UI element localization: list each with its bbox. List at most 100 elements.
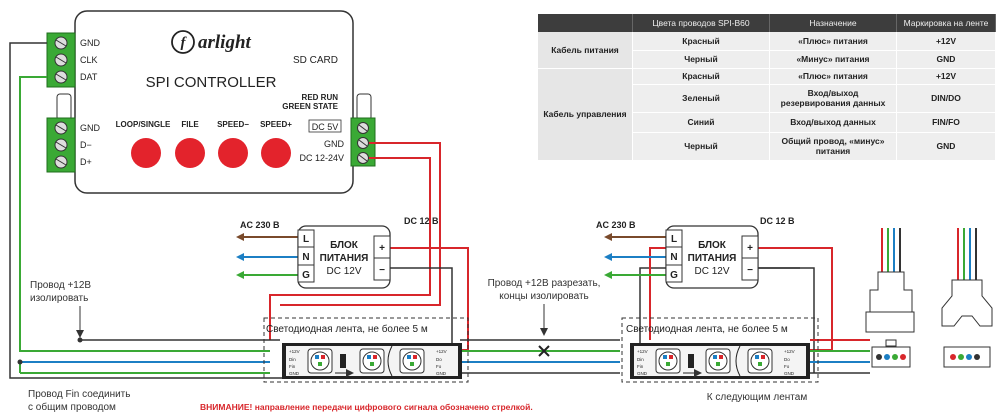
sd-card-label: SD CARD: [293, 55, 338, 66]
connector-female: [941, 228, 993, 368]
group-cell: Кабель управления: [538, 68, 633, 161]
strip1-pin-12v: +12V: [289, 349, 300, 354]
psu2-terminal-n: N: [670, 252, 677, 263]
button-label-loop: LOOP/SINGLE: [116, 120, 171, 129]
wires: [9, 42, 870, 379]
led-chip: [655, 348, 681, 374]
note-fin-gnd-line1: Провод Fin соединить: [28, 389, 130, 400]
table-header: Назначение: [769, 14, 897, 32]
strip1-pin-fin: Fin: [289, 364, 296, 369]
table-cell: FIN/FO: [896, 112, 996, 133]
connector-male: [865, 228, 915, 368]
table-cell: +12V: [896, 68, 996, 85]
led-chip: [359, 348, 385, 374]
table-header: [538, 14, 633, 32]
psu1-title-2: ПИТАНИЯ: [320, 253, 369, 264]
file-button[interactable]: [175, 138, 205, 168]
button-label-speed-plus: SPEED+: [260, 120, 292, 129]
strip1-pin-gnd: GND: [289, 371, 300, 376]
led-chip: [399, 348, 425, 374]
strip2-pin-12v: +12V: [637, 349, 648, 354]
pin-clk: CLK: [80, 55, 98, 65]
psu2-ac-arrows: AC 230 В DC 12 В: [596, 216, 795, 279]
psu1-dc-label: DC 12 В: [404, 216, 439, 226]
psu1-terminal-n: N: [302, 252, 309, 263]
psu1-terminal-minus: −: [379, 265, 385, 276]
note-fin-gnd-line2: с общим проводом: [28, 401, 116, 413]
table-cell: Черный: [632, 132, 770, 161]
table-row: Кабель управления Красный «Плюс» питания…: [538, 68, 996, 161]
table-header-row: Цвета проводов SPI-B60 Назначение Маркир…: [538, 14, 996, 32]
table-cell: «Плюс» питания: [769, 68, 897, 85]
table-cell: +12V: [896, 32, 996, 51]
table-row: Зеленый Вход/выход резервирования данных…: [538, 84, 996, 113]
table-cell: Красный: [632, 32, 770, 51]
pin-d-minus: D−: [80, 140, 92, 150]
controller-title: SPI CONTROLLER: [146, 74, 277, 91]
psu2-voltage: DC 12V: [694, 266, 729, 277]
strip2-pin-gnd: GND: [637, 371, 648, 376]
psu1-voltage: DC 12V: [326, 266, 361, 277]
button-label-speed-minus: SPEED−: [217, 120, 249, 129]
note-isolate-12v-line1: Провод +12В: [30, 280, 91, 291]
dc-input-label: DC 12-24V: [299, 153, 344, 163]
pin-gnd-bottom: GND: [80, 123, 101, 133]
strip1-pin-din: Din: [289, 357, 296, 362]
psu1-terminal-plus: +: [379, 243, 385, 254]
table-cell: Вход/выход данных: [769, 112, 897, 133]
strip1-pout-12v: +12V: [436, 349, 447, 354]
table-row: Кабель питания Красный «Плюс» питания +1…: [538, 32, 996, 69]
svg-text:f: f: [181, 35, 188, 51]
table-cell: GND: [896, 50, 996, 69]
table-cell: Черный: [632, 50, 770, 69]
psu2-terminal-g: G: [670, 270, 678, 281]
strip2-pin-din: Din: [637, 357, 644, 362]
dc5v-label: DC 5V: [312, 122, 339, 132]
strip1-label: Светодиодная лента, не более 5 м: [266, 323, 428, 335]
table-row: Черный Общий провод, «минус» питания GND: [538, 132, 996, 161]
loop-single-button[interactable]: [131, 138, 161, 168]
table-cell: Синий: [632, 112, 770, 133]
psu1-terminal-g: G: [302, 270, 310, 281]
right-gnd-label: GND: [324, 139, 345, 149]
psu1-title-1: БЛОК: [330, 240, 359, 251]
power-supply-2: L N G + − БЛОК ПИТАНИЯ DC 12V: [665, 225, 759, 289]
spi-controller: f arlight SPI CONTROLLER SD CARD RED RUN…: [46, 10, 376, 194]
led-chip: [705, 348, 731, 374]
strip1-pout-do: Do: [436, 357, 442, 362]
strip2-label: Светодиодная лента, не более 5 м: [626, 323, 788, 335]
terminal-block-bottom-left: [46, 117, 76, 173]
table-cell: DIN/DO: [896, 84, 996, 113]
wiring-table: Цвета проводов SPI-B60 Назначение Маркир…: [538, 14, 996, 161]
led-strip-2: Светодиодная лента, не более 5 м +12V Di…: [621, 317, 819, 383]
psu2-terminal-minus: −: [747, 265, 753, 276]
psu2-dc-label: DC 12 В: [760, 216, 795, 226]
group-cell: Кабель питания: [538, 32, 633, 69]
speed-plus-button[interactable]: [261, 138, 291, 168]
strip1-pout-gnd: GND: [436, 371, 447, 376]
power-supply-1: L N G + − БЛОК ПИТАНИЯ DC 12V: [297, 225, 391, 289]
psu2-ac-label: AC 230 В: [596, 220, 636, 230]
controller-buttons: LOOP/SINGLE FILE SPEED− SPEED+: [116, 120, 292, 168]
table-cell: Общий провод, «минус» питания: [769, 132, 897, 161]
table-header: Цвета проводов SPI-B60: [632, 14, 770, 32]
pin-gnd-top: GND: [80, 38, 101, 48]
table-cell: Зеленый: [632, 84, 770, 113]
psu1-ac-arrows: AC 230 В DC 12 В: [236, 216, 439, 279]
speed-minus-button[interactable]: [218, 138, 248, 168]
strip2-pout-12v: +12V: [784, 349, 795, 354]
arlight-logo: f arlight: [171, 30, 252, 54]
state-line-2: GREEN STATE: [282, 102, 338, 111]
note-cut-12v-line1: Провод +12В разрезать,: [488, 278, 601, 289]
pin-dat: DAT: [80, 72, 98, 82]
state-line-1: RED RUN: [302, 93, 339, 102]
button-label-file: FILE: [181, 120, 199, 129]
psu1-terminal-l: L: [303, 234, 309, 245]
strip2-pout-do: Do: [784, 357, 790, 362]
table-cell: Вход/выход резервирования данных: [769, 84, 897, 113]
psu2-terminal-l: L: [671, 234, 677, 245]
led-strip-1: Светодиодная лента, не более 5 м +12V Di…: [263, 317, 469, 383]
notes: Провод +12В изолировать Провод +12В разр…: [28, 278, 807, 413]
strip2-pout-gnd: GND: [784, 371, 795, 376]
